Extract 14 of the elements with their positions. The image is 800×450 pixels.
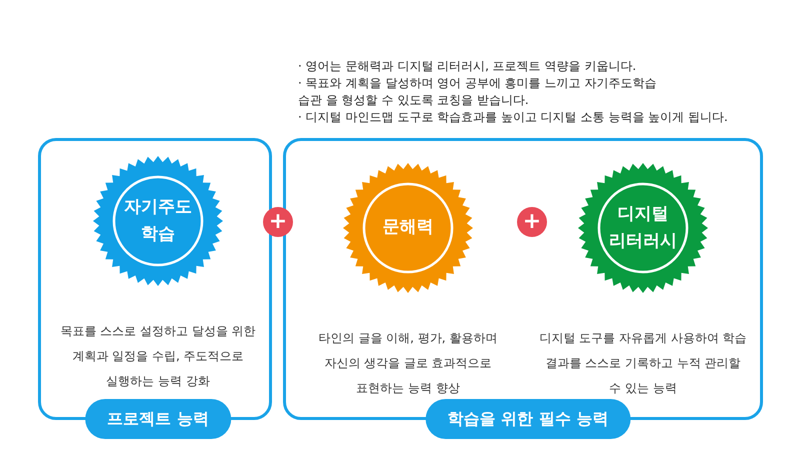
badge-label: 자기주도 학습 (123, 196, 193, 246)
description-text: 디지털 도구를 자유롭게 사용하여 학습 결과를 스스로 기록하고 누적 관리할 수 있는 능력 (538, 330, 748, 397)
seal-badge (93, 156, 223, 286)
seal-badge (343, 163, 473, 293)
badge-label: 디지털 리터러시 (608, 202, 678, 253)
bullet-note: · 디지털 마인드맵 도구로 학습효과를 높이고 디지털 소통 능력을 높이게 됩니다. (298, 109, 729, 126)
panel-title-pill: 프로젝트 능력 (85, 399, 231, 439)
seal-badge (578, 163, 708, 293)
bullet-note: · 영어는 문해력과 디지털 리터러시, 프로젝트 역량을 키웁니다. (298, 58, 638, 75)
panel-title-pill: 학습을 위한 필수 능력 (426, 399, 630, 439)
description-text: 타인의 글을 이해, 평가, 활용하며 자신의 생각을 글로 효과적으로 표현하는 능력 향상 (318, 330, 498, 397)
badge-label: 문해력 (382, 216, 434, 240)
bullet-note: · 목표와 계획을 달성하며 영어 공부에 흥미를 느끼고 자기주도학습 습관 을 형성할 수 있도록 코칭을 받습니다. (298, 75, 658, 109)
description-text: 목표를 스스로 설정하고 달성을 위한 계획과 일정을 수립, 주도적으로 실행하는 능력 강화 (59, 323, 257, 390)
